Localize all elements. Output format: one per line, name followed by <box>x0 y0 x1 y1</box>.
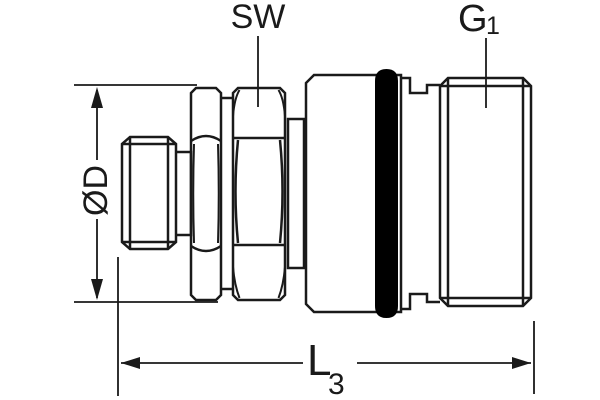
label-thread-main: G <box>458 0 488 40</box>
dim-length <box>117 257 535 396</box>
hex-washer <box>189 86 223 302</box>
o-ring <box>375 69 398 318</box>
hex-nut <box>231 86 287 302</box>
hex-washer-right-face-arc <box>217 143 220 244</box>
neck-outline <box>176 150 193 237</box>
groove-bottom-profile <box>401 292 440 311</box>
hex-washer-top-arc <box>190 134 222 143</box>
hex-nut-left-face-arc <box>234 139 240 244</box>
thread-outline <box>438 76 533 308</box>
neck <box>176 150 193 237</box>
step-ring-outline <box>286 117 306 270</box>
step-ring <box>286 117 306 270</box>
groove-top-profile <box>401 76 440 95</box>
drawing-root: ØD SW G 1 L 3 <box>74 0 535 400</box>
dim-diameter <box>74 84 218 303</box>
hex-nut-chamfer-arc-bottom-right <box>277 266 286 299</box>
label-thread-subscript: 1 <box>486 12 500 40</box>
hex-washer-bottom-arc <box>190 244 222 253</box>
hex-washer-left-face-arc <box>192 143 195 244</box>
dim-diameter-arrow-down-icon <box>91 279 103 300</box>
hex-washer-outline <box>189 86 223 302</box>
hex-nut-outline <box>231 86 287 302</box>
label-diameter: ØD <box>77 165 115 216</box>
label-length-subscript: 3 <box>328 368 345 400</box>
dim-length-arrow-left-icon <box>121 357 140 369</box>
label-wrench-size: SW <box>231 0 286 36</box>
dim-length-arrow-right-icon <box>512 357 531 369</box>
body-outline <box>304 73 403 314</box>
hex-nut-chamfer-arc-bottom-left <box>232 266 241 299</box>
thread-g1 <box>438 76 533 308</box>
coupling-body <box>304 73 403 314</box>
hex-nut-chamfer-arc-top-left <box>232 89 241 117</box>
label-length-main: L <box>307 336 331 385</box>
dim-diameter-arrow-up-icon <box>91 87 103 108</box>
hex-nut-chamfer-arc-top-right <box>277 89 286 117</box>
hex-groove <box>221 96 233 291</box>
right-grooves <box>401 76 440 311</box>
hex-nut-right-face-arc <box>278 139 284 244</box>
nipple-thread-left <box>120 135 178 251</box>
